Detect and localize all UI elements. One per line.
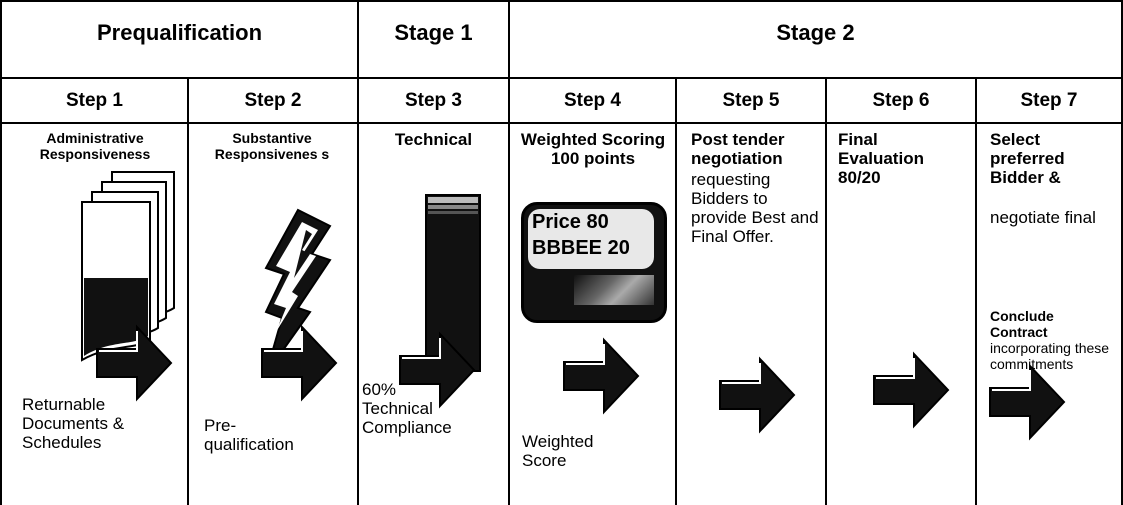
step-7-sub-body: incorporating these commitments <box>990 340 1110 372</box>
table-border-left <box>0 0 2 505</box>
col-divider-1 <box>187 78 189 505</box>
col-divider-5 <box>825 78 827 505</box>
step-7-label: Step 7 <box>1020 90 1078 111</box>
col-divider-6 <box>975 78 977 505</box>
arrow-icon <box>261 324 338 402</box>
arrow-icon <box>989 363 1066 441</box>
price-weighting-box: Price 80 BBBEE 20 <box>521 202 667 323</box>
step-2-footer: Pre- qualification <box>204 416 294 454</box>
step-6-label: Step 6 <box>872 90 930 111</box>
step-3-heading: Technical <box>394 130 473 149</box>
phase-prequalification: Prequalification <box>96 20 263 45</box>
step-7-body: negotiate final <box>990 208 1096 227</box>
step-7-sub-heading: Conclude Contract <box>990 308 1054 340</box>
col-divider-3 <box>508 0 510 505</box>
table-divider-header <box>0 77 1123 79</box>
arrow-icon <box>96 324 173 402</box>
price-weight-label: Price 80 <box>532 211 609 233</box>
step-1-label: Step 1 <box>65 90 124 111</box>
step-4-footer: Weighted Score <box>522 432 594 470</box>
table-border-top <box>0 0 1123 2</box>
phase-stage-1: Stage 1 <box>394 20 473 45</box>
arrow-icon <box>719 356 796 434</box>
step-6-heading: Final Evaluation 80/20 <box>838 130 924 187</box>
table-divider-steps <box>0 122 1123 124</box>
step-1-heading: Administrative Responsiveness <box>39 130 151 162</box>
lightning-bolt-icon <box>264 208 332 375</box>
step-4-label: Step 4 <box>563 90 622 111</box>
arrow-icon <box>873 351 950 429</box>
arrow-icon <box>563 337 640 415</box>
step-5-body: requesting Bidders to provide Best and F… <box>691 170 819 246</box>
step-3-footer: 60% Technical Compliance <box>362 380 452 437</box>
table-border-right <box>1121 0 1123 505</box>
step-2-heading: Substantive Responsivenes s <box>214 130 330 162</box>
documents-icon <box>81 171 175 362</box>
arrow-icon <box>399 331 476 409</box>
step-7-heading: Select preferred Bidder & <box>990 130 1065 187</box>
step-2-label: Step 2 <box>244 90 302 111</box>
col-divider-4 <box>675 78 677 505</box>
step-5-heading: Post tender negotiation <box>691 130 785 168</box>
bbbee-weight-label: BBBEE 20 <box>532 237 630 259</box>
bar-icon <box>425 194 481 372</box>
col-divider-2 <box>357 0 359 505</box>
step-4-heading: Weighted Scoring 100 points <box>520 130 666 168</box>
phase-stage-2: Stage 2 <box>776 20 855 45</box>
step-5-label: Step 5 <box>722 90 780 111</box>
step-1-footer: Returnable Documents & Schedules <box>22 395 125 452</box>
step-3-label: Step 3 <box>404 90 463 111</box>
